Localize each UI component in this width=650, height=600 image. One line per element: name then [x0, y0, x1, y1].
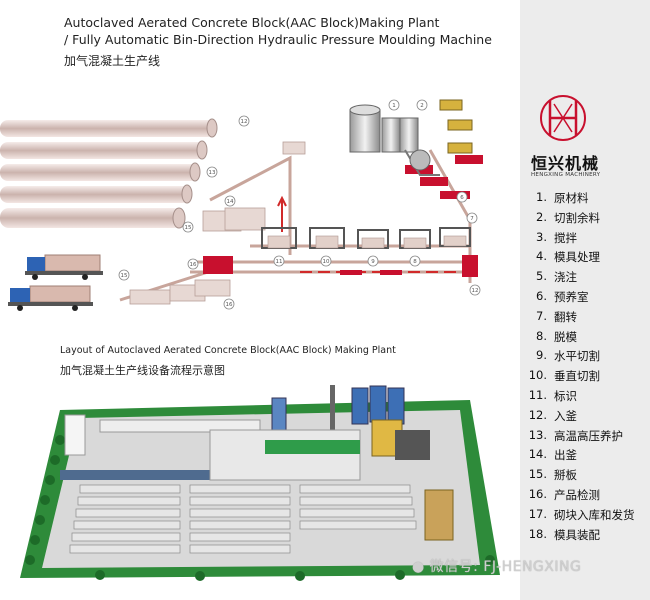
- brand-name-en: HENGXING MACHINERY: [531, 172, 600, 178]
- legend-item: 4. 模具处理: [527, 249, 635, 269]
- legend-label: 出釜: [554, 447, 577, 467]
- diagram-step-label: 15: [185, 225, 192, 231]
- legend-label: 垂直切割: [554, 368, 600, 388]
- legend-item: 10. 垂直切割: [527, 368, 635, 388]
- legend-number: 12.: [527, 408, 547, 428]
- legend-label: 搅拌: [554, 230, 577, 250]
- plant-layout: [20, 385, 500, 581]
- legend-item: 8. 脱模: [527, 329, 635, 349]
- legend-number: 1.: [527, 190, 547, 210]
- legend-label: 入釜: [554, 408, 577, 428]
- legend-label: 模具处理: [554, 249, 600, 269]
- legend-item: 16. 产品检测: [527, 487, 635, 507]
- legend-number: 8.: [527, 329, 547, 349]
- diagram-step-label: 13: [209, 170, 216, 176]
- legend-number: 16.: [527, 487, 547, 507]
- legend-item: 1. 原材料: [527, 190, 635, 210]
- autoclave-cylinders: [0, 119, 217, 228]
- diagram-step-label: 16: [190, 262, 197, 268]
- truck-icon: [8, 286, 93, 311]
- legend-number: 4.: [527, 249, 547, 269]
- legend-label: 模具装配: [554, 527, 600, 547]
- mould-station: [440, 100, 472, 153]
- diagram-step-label: 15: [121, 273, 128, 279]
- diagram-step-label: 16: [226, 302, 233, 308]
- legend-item: 2. 切割余料: [527, 210, 635, 230]
- legend-label: 切割余料: [554, 210, 600, 230]
- legend-label: 脱模: [554, 329, 577, 349]
- legend-number: 17.: [527, 507, 547, 527]
- legend-item: 14. 出釜: [527, 447, 635, 467]
- legend-item: 5. 浇注: [527, 269, 635, 289]
- flow-arrow-icon: [278, 198, 286, 232]
- legend-number: 14.: [527, 447, 547, 467]
- legend-number: 11.: [527, 388, 547, 408]
- watermark-text: 微信号: FJ-HENGXING: [430, 559, 582, 575]
- legend-item: 11. 标识: [527, 388, 635, 408]
- legend-label: 高温高压养护: [554, 428, 623, 448]
- legend-item: 7. 翻转: [527, 309, 635, 329]
- legend-number: 7.: [527, 309, 547, 329]
- wechat-icon: ●: [412, 559, 425, 575]
- diagram-step-label: 2: [420, 103, 424, 109]
- legend-label: 预养室: [554, 289, 589, 309]
- legend-label: 产品检测: [554, 487, 600, 507]
- legend-label: 浇注: [554, 269, 577, 289]
- diagram-step-label: 6: [460, 195, 464, 201]
- legend-label: 掰板: [554, 467, 577, 487]
- diagram-step-label: 14: [227, 199, 234, 205]
- legend-item: 6. 预养室: [527, 289, 635, 309]
- legend-item: 13. 高温高压养护: [527, 428, 635, 448]
- diagram-step-label: 8: [413, 259, 417, 265]
- diagram-step-label: 9: [371, 259, 375, 265]
- legend-label: 翻转: [554, 309, 577, 329]
- brand-name: 恒兴机械: [531, 150, 599, 174]
- mixing-silos: [350, 105, 440, 175]
- legend-label: 水平切割: [554, 348, 600, 368]
- legend-label: 原材料: [554, 190, 589, 210]
- legend-number: 3.: [527, 230, 547, 250]
- legend-number: 2.: [527, 210, 547, 230]
- diagram-step-label: 12: [472, 288, 479, 294]
- legend-item: 9. 水平切割: [527, 348, 635, 368]
- diagram-step-label: 1: [392, 103, 396, 109]
- diagram-step-label: 10: [323, 259, 330, 265]
- truck-icon: [25, 255, 103, 280]
- process-legend: 1. 原材料 2. 切割余料 3. 搅拌 4. 模具处理 5. 浇注 6. 预养室 7. 翻转…: [527, 190, 635, 546]
- diagram-step-label: 12: [241, 119, 248, 125]
- legend-number: 18.: [527, 527, 547, 547]
- legend-label: 标识: [554, 388, 577, 408]
- legend-item: 3. 搅拌: [527, 230, 635, 250]
- legend-number: 9.: [527, 348, 547, 368]
- legend-item: 18. 模具装配: [527, 527, 635, 547]
- legend-number: 13.: [527, 428, 547, 448]
- legend-label: 砌块入库和发货: [554, 507, 635, 527]
- legend-number: 15.: [527, 467, 547, 487]
- brand-logo-icon: [541, 96, 585, 140]
- watermark: ● 微信号: FJ-HENGXING: [412, 556, 581, 576]
- diagram-step-label: 7: [470, 216, 474, 222]
- legend-number: 6.: [527, 289, 547, 309]
- legend-item: 17. 砌块入库和发货: [527, 507, 635, 527]
- legend-number: 10.: [527, 368, 547, 388]
- diagram-step-label: 11: [276, 259, 283, 265]
- legend-item: 12. 入釜: [527, 408, 635, 428]
- legend-item: 15. 掰板: [527, 467, 635, 487]
- legend-number: 5.: [527, 269, 547, 289]
